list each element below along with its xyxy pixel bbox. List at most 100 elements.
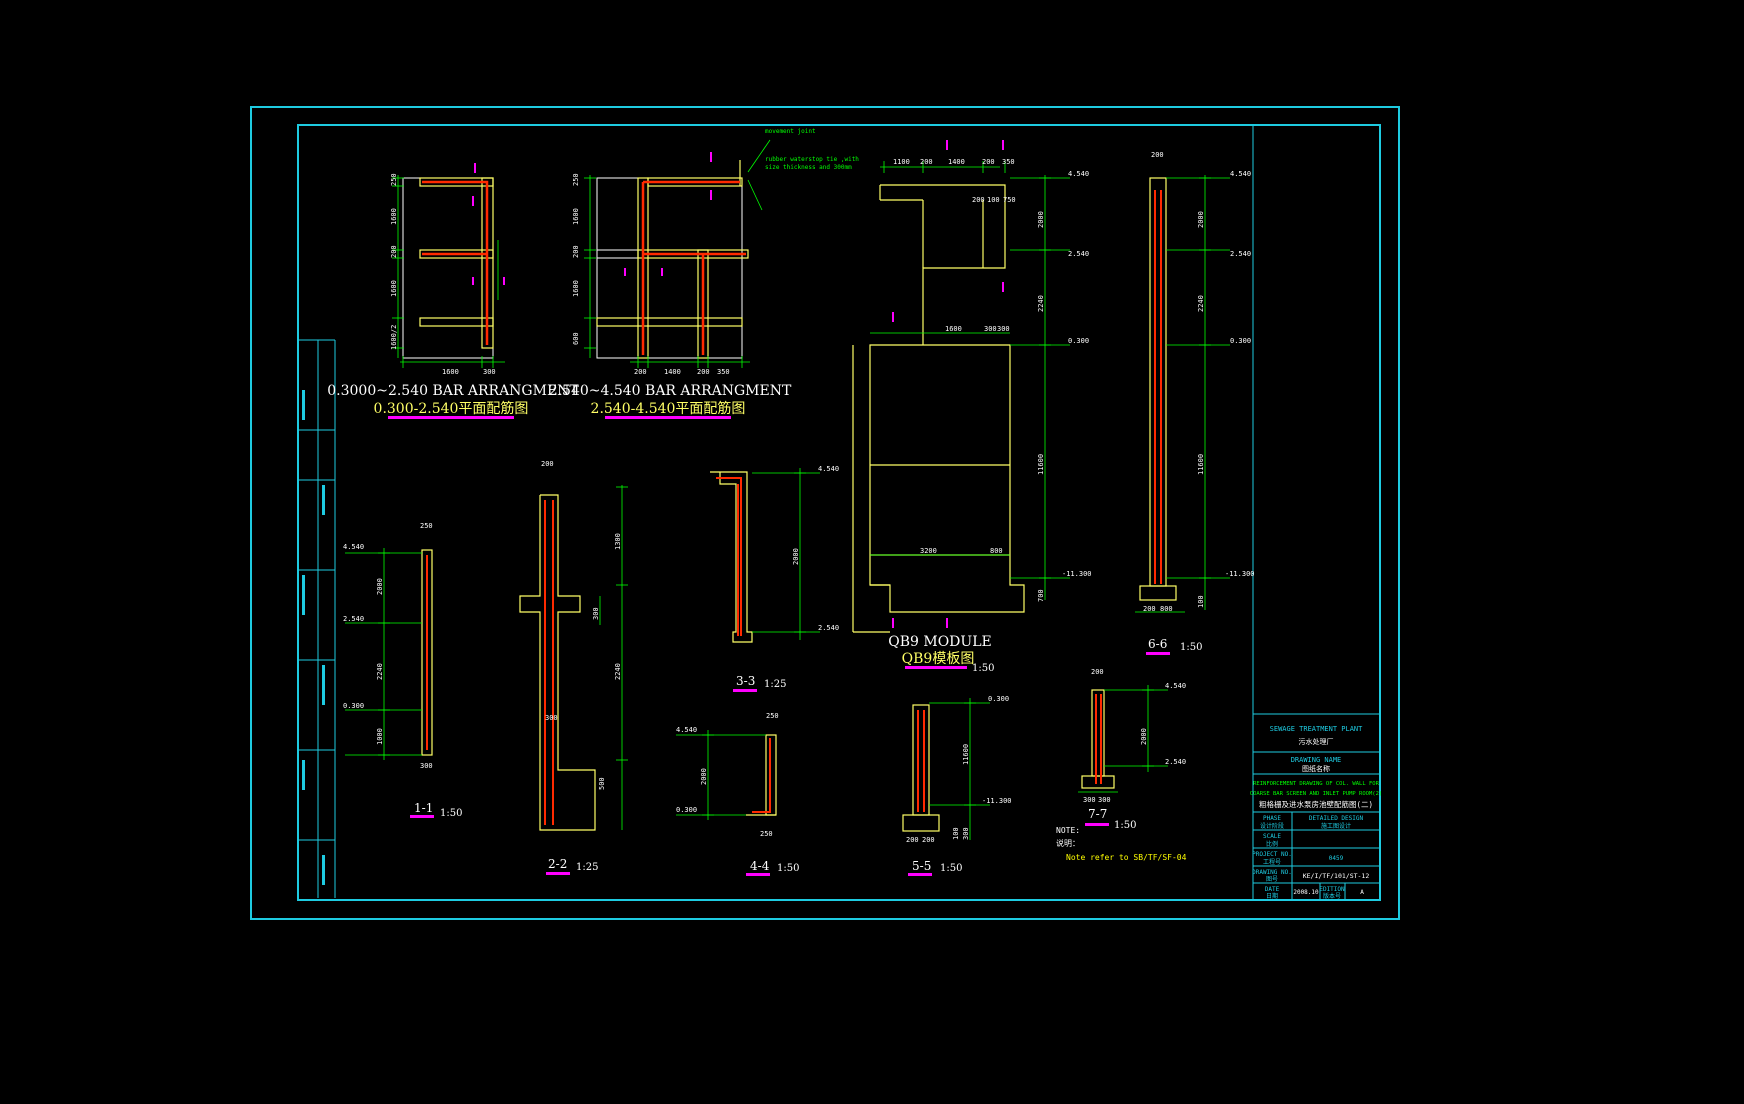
notes-head: NOTE:	[1056, 826, 1080, 835]
plan2-note-2: rubber waterstop tie ,with	[765, 156, 859, 163]
revision-strip	[298, 339, 336, 898]
s5-label: 5-5	[912, 859, 931, 873]
drawing-name-cn: 粗格栅及进水泵房池壁配筋图(二)	[1259, 799, 1373, 809]
section-4-4: 4.540 0.300 250 2000 250 4-4 1:50	[676, 712, 799, 876]
s2-dim-mid: 300	[545, 714, 558, 722]
qb9-dim-bot-2: 300	[984, 325, 997, 333]
drawing-no-label: DRAWING NO.	[1252, 869, 1292, 876]
s2-dim-v3: 300	[592, 607, 600, 620]
s2-dim-v4: 500	[598, 777, 606, 790]
drawing-no-label-cn: 图号	[1266, 876, 1278, 883]
s4-dim-top: 250	[766, 712, 779, 720]
s4-dim-v1: 2000	[700, 768, 708, 785]
qb9-dim-v3: 11600	[1037, 454, 1045, 475]
drawing-name-en-2: COARSE BAR SCREEN AND INLET PUMP ROOM(2)	[1250, 791, 1382, 797]
edition-label: EDITION	[1319, 886, 1345, 893]
section-3-3: 4.540 2.540 2000 3-3 1:25	[710, 465, 839, 692]
plan2-dim-v3: 200	[572, 245, 580, 258]
s6-scale: 1:50	[1180, 642, 1202, 653]
plan2-dim-h3: 200	[697, 368, 710, 376]
plan1-dim-v2: 1600	[390, 208, 398, 225]
date-label-cn: 日期	[1266, 892, 1278, 900]
section-1-1: 4.540 2.540 0.300 2000 2240 1000 250 300…	[343, 522, 462, 819]
s7-level-1: 4.540	[1165, 682, 1186, 690]
plan2-dim-v5: 600	[572, 332, 580, 345]
section-5-5: 0.300 -11.300 11600 200 200 300 100 5-5 …	[902, 695, 1012, 876]
s6-level-2: 2.540	[1230, 250, 1251, 258]
s1-dim-top: 250	[420, 522, 433, 530]
s2-label: 2-2	[548, 857, 567, 871]
s1-scale: 1:50	[440, 808, 462, 819]
qb9-dim-v1: 2000	[1037, 211, 1045, 228]
phase-value-cn: 施工图设计	[1321, 822, 1351, 830]
section-2-2: 200 1300 2240 300 500 300 2-2 1:25	[519, 460, 628, 875]
s4-label: 4-4	[750, 859, 770, 873]
s2-dim-top: 200	[541, 460, 554, 468]
plan2-dim-h4: 350	[717, 368, 730, 376]
drawing-no-value: KE/I/TF/101/ST-12	[1303, 872, 1370, 880]
drawing-name-en-1: REINFORCEMENT DRAWING OF COL. WALL FOR	[1253, 781, 1380, 787]
project-no-label: PROJECT NO.	[1252, 851, 1292, 858]
s3-label: 3-3	[736, 674, 755, 688]
qb9-view: 1100 200 1400 200 350 200 100 750 1600 3…	[852, 140, 1092, 674]
s6-dim-v3: 11600	[1197, 454, 1205, 475]
plan2-dim-v4: 1600	[572, 280, 580, 297]
qb9-dim-v4: 700	[1037, 589, 1045, 602]
qb9-dim-v2: 2240	[1037, 295, 1045, 312]
s4-level-1: 4.540	[676, 726, 697, 734]
qb9-dim-mid-3: 750	[1003, 196, 1016, 204]
s4-dim-bot: 250	[760, 830, 773, 838]
s1-level-3: 0.300	[343, 702, 364, 710]
edition-label-cn: 版本号	[1323, 892, 1341, 900]
qb9-dim-low-2: 800	[990, 547, 1003, 555]
qb9-dim-top-5: 350	[1002, 158, 1015, 166]
qb9-dim-top-2: 200	[920, 158, 933, 166]
s2-scale: 1:25	[576, 862, 598, 873]
s5-level-2: -11.300	[982, 797, 1012, 805]
outer-frame	[250, 106, 1400, 920]
s7-dim-v1: 2000	[1140, 728, 1148, 745]
s1-dim-v2: 2240	[376, 663, 384, 680]
plan1-dim-h1: 1600	[442, 368, 459, 376]
s7-dim-b1: 300	[1083, 796, 1096, 804]
s6-dim-top: 200	[1151, 151, 1164, 159]
s5-scale: 1:50	[940, 863, 962, 874]
section-6-6: 4.540 2.540 0.300 -11.300 2000 2240 1160…	[1135, 151, 1255, 655]
plan1-title-cn: 0.300-2.540平面配筋图	[374, 400, 529, 417]
plan1-dim-v1: 250	[390, 173, 398, 186]
s6-label: 6-6	[1148, 637, 1167, 651]
scale-label-cn: 比例	[1266, 840, 1278, 848]
phase-label-cn: 设计阶段	[1260, 822, 1284, 830]
s1-level-2: 2.540	[343, 615, 364, 623]
drawing-name-label: DRAWING NAME	[1291, 756, 1342, 764]
qb9-dim-top-3: 1400	[948, 158, 965, 166]
s6-dim-b1: 200	[1143, 605, 1156, 613]
s7-level-2: 2.540	[1165, 758, 1186, 766]
qb9-title-cn: QB9模板图	[902, 651, 975, 667]
qb9-dim-top-1: 1100	[893, 158, 910, 166]
s6-level-4: -11.300	[1225, 570, 1255, 578]
s6-dim-v2: 2240	[1197, 295, 1205, 312]
qb9-title-en: QB9 MODULE	[888, 634, 991, 650]
notes-head-cn: 说明：	[1056, 838, 1080, 848]
qb9-dim-low-1: 3200	[920, 547, 937, 555]
notes-line-1: Note refer to SB/TF/SF-04	[1066, 853, 1187, 862]
qb9-dim-bot-1: 1600	[945, 325, 962, 333]
drawing-name-cn-label: 图纸名称	[1302, 764, 1330, 773]
plan2-view: 250 1600 200 1600 600 200 1400 200 350 m…	[549, 128, 859, 419]
plan2-dim-v2: 1600	[572, 208, 580, 225]
plan2-note-1: movement joint	[765, 128, 816, 135]
edition-value: A	[1360, 889, 1364, 896]
s3-dim-v1: 2000	[792, 548, 800, 565]
s1-dim-bot: 300	[420, 762, 433, 770]
qb9-level-2: 2.540	[1068, 250, 1089, 258]
plan2-title-cn: 2.540-4.540平面配筋图	[591, 400, 746, 417]
s3-level-1: 4.540	[818, 465, 839, 473]
s4-level-2: 0.300	[676, 806, 697, 814]
s7-label: 7-7	[1088, 807, 1107, 821]
phase-label: PHASE	[1263, 815, 1281, 822]
project-name-en: SEWAGE TREATMENT PLANT	[1270, 725, 1364, 733]
s6-dim-b2: 800	[1160, 605, 1173, 613]
s5-level-1: 0.300	[988, 695, 1009, 703]
